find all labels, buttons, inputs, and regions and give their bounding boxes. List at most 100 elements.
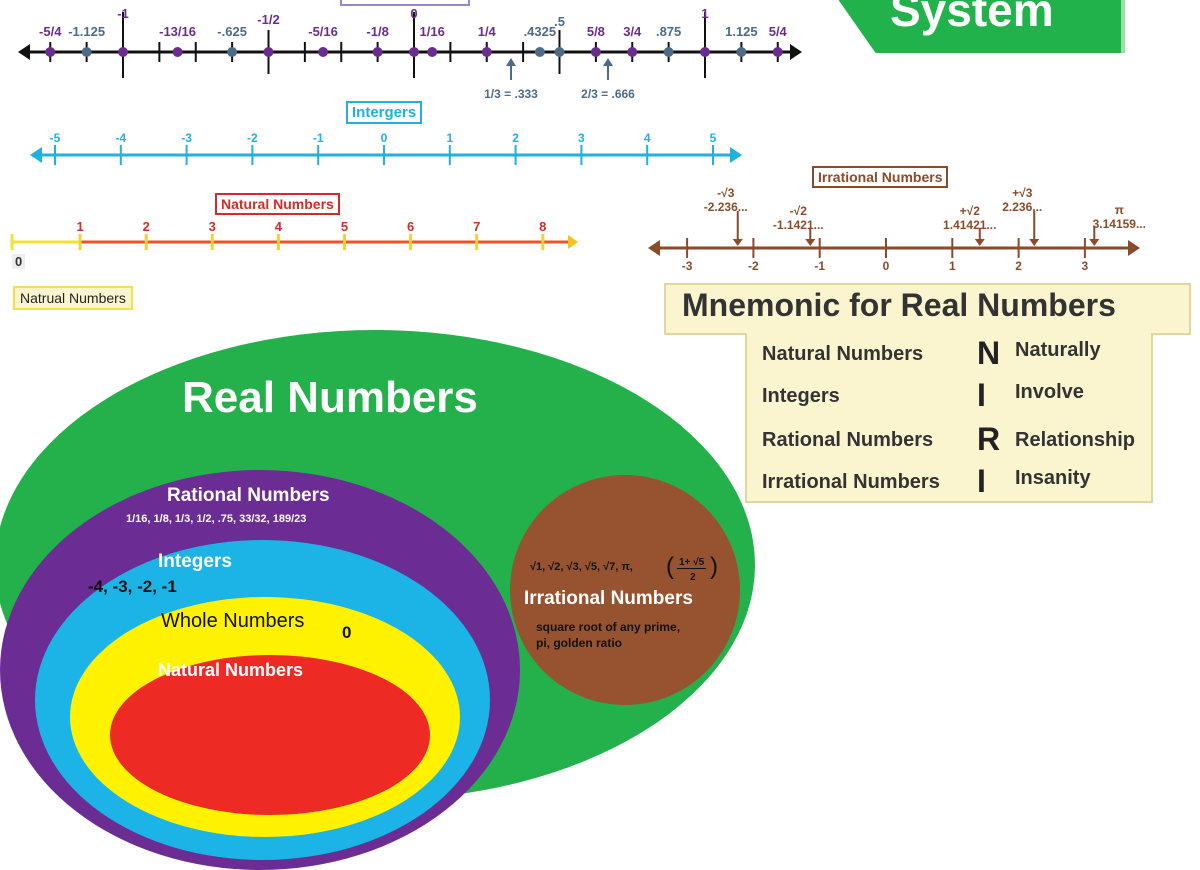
mnemonic-letter: I <box>977 463 986 499</box>
irrational-symbol: +√2 <box>959 204 980 218</box>
irrational-value: -2.236... <box>703 200 748 214</box>
irrational-value: 3.14159... <box>1092 217 1146 231</box>
arrow-down-icon <box>1029 239 1040 246</box>
irrational-symbol: π <box>1114 203 1124 217</box>
natural-line-arrow <box>568 235 578 249</box>
value-dot <box>263 47 274 57</box>
fractions-line-left-arrow <box>18 44 30 60</box>
value-dot <box>534 47 545 57</box>
integer-label: -2 <box>247 131 258 145</box>
value-dot <box>372 47 383 57</box>
fraction-label: -1/8 <box>366 24 389 39</box>
value-dot <box>409 47 419 57</box>
golden-ratio-open-paren: ( <box>666 553 674 580</box>
value-dot <box>590 47 601 57</box>
irrational-line-left-arrow <box>648 240 660 256</box>
fraction-label: -13/16 <box>159 24 196 39</box>
mnemonic-letter: R <box>977 421 1001 457</box>
irrational-numbers-set <box>510 475 740 705</box>
mnemonic-letter: N <box>977 335 1001 371</box>
banner-title: System <box>890 0 1054 36</box>
golden-ratio-close-paren: ) <box>710 553 718 580</box>
irrational-line-title: Irrational Numbers <box>812 166 949 188</box>
repeating-decimal-note: 2/3 = .666 <box>581 87 635 101</box>
fraction-label: .5 <box>554 14 565 29</box>
golden-ratio-denominator: 2 <box>690 572 696 583</box>
rational-numbers-label: Rational Numbers <box>167 485 330 506</box>
fraction-label: 1/16 <box>419 24 445 39</box>
value-dot <box>45 47 56 57</box>
real-numbers-label: Real Numbers <box>182 373 478 422</box>
irrational-tick-label: -2 <box>748 259 759 273</box>
value-dot <box>481 47 492 57</box>
integer-label: 4 <box>643 131 651 145</box>
irrational-value: 1.41421... <box>943 218 997 232</box>
fraction-label: 1.125 <box>725 24 758 39</box>
integers-label: Integers <box>158 551 232 572</box>
natural-label: 7 <box>473 219 481 234</box>
irrational-value: -1.1421... <box>772 218 824 232</box>
value-dot <box>700 47 710 57</box>
integer-label: -4 <box>115 131 127 145</box>
fraction-label: -1 <box>117 6 129 21</box>
fractions-line-right-arrow <box>790 44 802 60</box>
golden-ratio-numerator: 1+ √5 <box>677 557 707 569</box>
natural-label: 4 <box>274 219 283 234</box>
value-dot <box>427 47 438 57</box>
mnemonic-set: Natural Numbers <box>762 343 924 365</box>
fraction-label: 1/4 <box>477 24 496 39</box>
value-dot <box>663 47 674 57</box>
value-dot <box>172 47 183 57</box>
mnemonic-word: Insanity <box>1015 467 1091 489</box>
value-dot <box>81 47 92 57</box>
fraction-label: 5/8 <box>586 24 605 39</box>
integers-line-right-arrow <box>730 147 742 163</box>
whole-example: 0 <box>342 623 352 642</box>
natural-line-title: Natural Numbers <box>215 193 340 215</box>
arrow-up-icon <box>603 58 614 66</box>
irrational-symbol: +√3 <box>1012 186 1033 200</box>
integer-label: 1 <box>446 131 454 145</box>
natural-label: 1 <box>76 219 84 234</box>
integer-label: 0 <box>380 131 388 145</box>
natural-label: 3 <box>208 219 216 234</box>
mnemonic-letter: I <box>977 377 986 413</box>
value-dot <box>227 47 238 57</box>
arrow-down-icon <box>974 239 985 246</box>
irrational-symbol: -√2 <box>789 204 807 218</box>
value-dot <box>118 47 128 57</box>
repeating-decimal-note: 1/3 = .333 <box>484 87 538 101</box>
irrational-description: square root of any prime, <box>536 620 681 634</box>
fraction-label: -5/4 <box>39 24 62 39</box>
natural-numbers-label: Natural Numbers <box>158 660 304 680</box>
integer-label: -1 <box>312 131 324 145</box>
value-dot <box>554 47 565 57</box>
mnemonic-title: Mnemonic for Real Numbers <box>664 283 1191 335</box>
value-dot <box>318 47 329 57</box>
irrational-tick-label: 1 <box>948 259 956 273</box>
arrow-up-icon <box>505 58 516 66</box>
mnemonic-set: Integers <box>762 385 840 407</box>
irrational-tick-label: 2 <box>1015 259 1022 273</box>
fraction-label: -5/16 <box>308 24 338 39</box>
fraction-label: -.625 <box>217 24 247 39</box>
irrational-numbers-label: Irrational Numbers <box>524 588 693 609</box>
fraction-label: .875 <box>655 24 682 39</box>
integer-label: -3 <box>181 131 192 145</box>
mnemonic-word: Naturally <box>1015 339 1101 361</box>
natural-label: 5 <box>340 219 349 234</box>
whole-numbers-label: Whole Numbers <box>161 610 305 632</box>
irrational-tick-label: 0 <box>882 259 890 273</box>
integers-line-left-arrow <box>30 147 42 163</box>
integer-label: 5 <box>709 131 717 145</box>
integers-examples: -4, -3, -2, -1 <box>88 577 177 596</box>
mnemonic-set: Irrational Numbers <box>762 471 940 493</box>
irrational-description: pi, golden ratio <box>536 636 622 650</box>
irrational-line-right-arrow <box>1128 240 1140 256</box>
natural-caption: Natrual Numbers <box>13 286 133 310</box>
fraction-label: -1/2 <box>257 12 280 27</box>
fraction-label: -1.125 <box>68 24 106 39</box>
value-dot <box>736 47 747 57</box>
natural-label: 8 <box>539 219 547 234</box>
